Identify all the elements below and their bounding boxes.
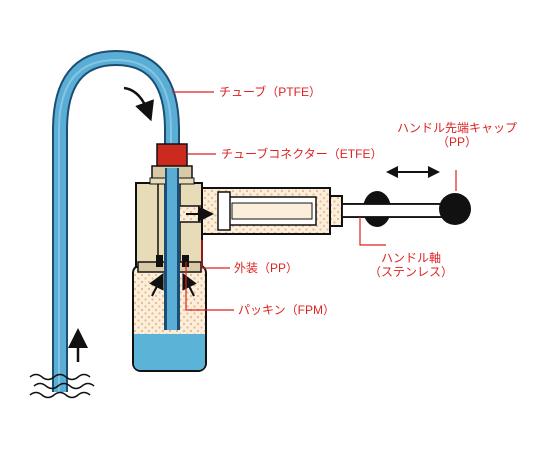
handle-shaft-label-line1: ハンドル軸 [380,251,441,265]
packing-label: パッキン（FPM） [238,303,335,317]
outer-casing-label: 外装（PP） [234,261,299,275]
tube-label: チューブ（PTFE） [219,85,321,99]
liquid [134,334,205,370]
handle-shaft [341,191,455,227]
cylinder [201,187,343,235]
tube-connector-label: チューブコネクター（ETFE） [221,147,383,161]
wave-icon [29,373,95,399]
tube [52,49,180,392]
double-arrow-icon [386,166,440,178]
curved-arrow-icon [123,86,154,122]
handle-cap[interactable] [439,193,471,225]
handle-shaft-label: ハンドル軸 （ステンレス） [366,251,456,279]
leader-lines [172,91,457,311]
handle-shaft-label-line2: （ステンレス） [368,265,453,279]
inflow-arrow-icon [182,272,197,297]
handle-cap-label: ハンドル先端キャップ （PP） [392,121,522,149]
packing [156,255,189,267]
handle-cap-label-line1: ハンドル先端キャップ [396,121,517,135]
handle-cap-label-line2: （PP） [436,135,477,149]
inflow-arrow-icon [149,272,164,297]
